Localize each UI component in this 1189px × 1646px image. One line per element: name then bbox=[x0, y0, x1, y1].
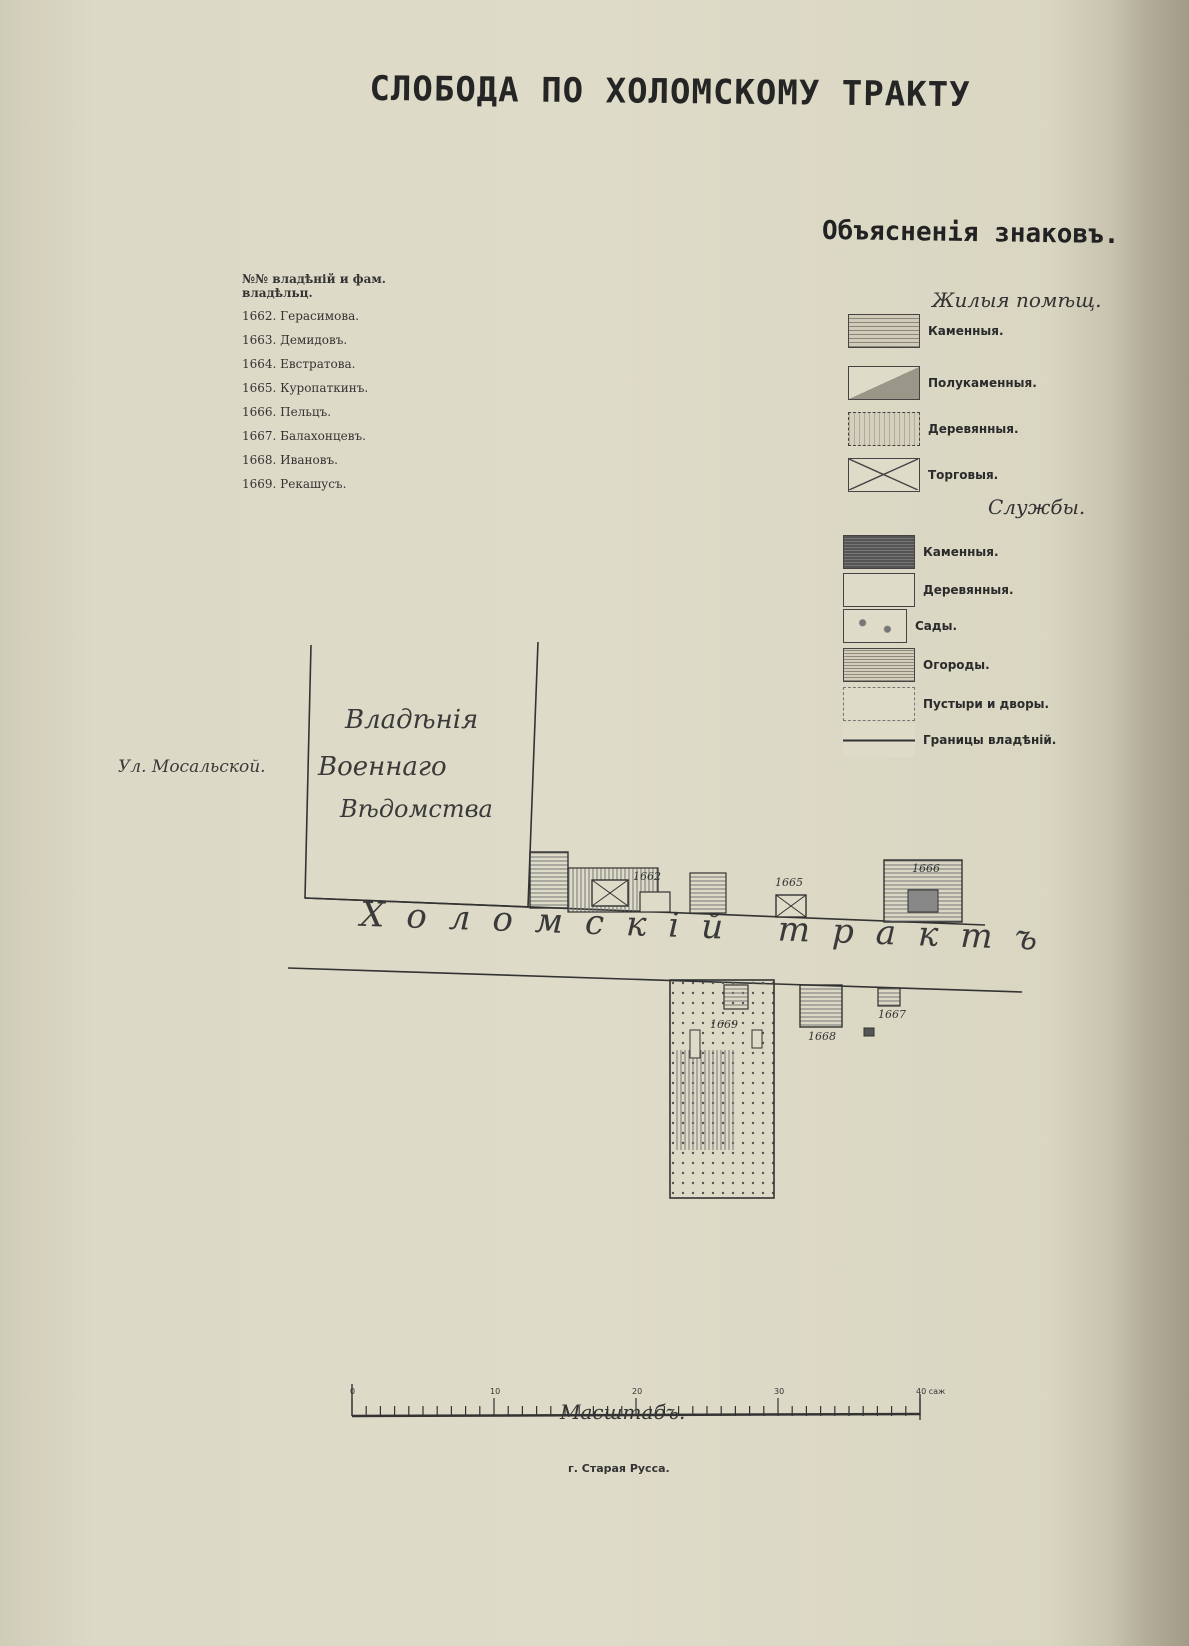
page-shadow bbox=[1111, 0, 1189, 1646]
legend-label: Каменныя. bbox=[928, 324, 1004, 338]
lot-1662-building bbox=[529, 851, 569, 909]
legend-label: Пустыри и дворы. bbox=[923, 697, 1050, 711]
legend-heading-residential: Жилыя помѣщ. bbox=[932, 288, 1102, 312]
lot-number-south: 1668 bbox=[808, 1030, 836, 1043]
swatch-wood-icon bbox=[848, 412, 920, 446]
legend-item-service-stone: Каменныя. bbox=[843, 534, 999, 570]
swatch-hatch-icon bbox=[843, 648, 915, 682]
owners-list: №№ владѣній и фам. владѣльц. 1662. Герас… bbox=[242, 272, 422, 492]
lot-number-south: 1667 bbox=[878, 1008, 906, 1021]
legend-label: Границы владѣній. bbox=[923, 733, 1057, 747]
legend-label: Деревянныя. bbox=[923, 583, 1014, 597]
military-label-1: Владѣнія bbox=[345, 705, 479, 735]
owner-item: 1664. Евстратова. bbox=[242, 357, 356, 371]
swatch-trade-icon bbox=[848, 458, 920, 492]
lot-1669-building bbox=[723, 984, 749, 1010]
swatch-half-icon bbox=[848, 366, 920, 400]
lot-1663-building bbox=[639, 891, 671, 913]
legend-label: Деревянныя. bbox=[928, 422, 1019, 436]
swatch-dark-icon bbox=[843, 535, 915, 569]
lot-1668-building bbox=[799, 984, 843, 1028]
legend-item-half-stone: Полукаменныя. bbox=[848, 365, 1037, 401]
street-label: Ул. Мосальской. bbox=[118, 757, 266, 777]
lot-1667-building bbox=[877, 987, 901, 1007]
scale-tick-label: 40 саж bbox=[916, 1387, 945, 1396]
owner-item: 1668. Ивановъ. bbox=[242, 453, 338, 467]
legend-item-wood: Деревянныя. bbox=[848, 411, 1019, 447]
scale-tick-label: 10 bbox=[490, 1387, 500, 1396]
legend-label: Огороды. bbox=[923, 658, 990, 672]
scale-tick-label: 0 bbox=[350, 1387, 355, 1396]
owner-item: 1667. Балахонцевъ. bbox=[242, 429, 366, 443]
military-boundary bbox=[304, 641, 539, 908]
legend-item-trade: Торговыя. bbox=[848, 457, 998, 493]
lot-number-north: 1662 bbox=[633, 870, 661, 883]
military-label-2: Военнаго bbox=[318, 752, 447, 782]
legend-label: Полукаменныя. bbox=[928, 376, 1037, 390]
owner-item: 1662. Герасимова. bbox=[242, 309, 360, 323]
lot-number-north: 1665 bbox=[775, 876, 803, 889]
owner-item: 1669. Рекашусъ. bbox=[242, 477, 347, 491]
swatch-dotted-icon bbox=[843, 687, 915, 721]
swatch-garden-icon bbox=[843, 609, 907, 643]
legend-item-gardens: Сады. bbox=[843, 608, 957, 644]
swatch-blank-icon bbox=[843, 573, 915, 607]
owner-item: 1666. Пельцъ. bbox=[242, 405, 332, 419]
lot-number-south: 1669 bbox=[710, 1018, 738, 1031]
lot-1664-building bbox=[689, 872, 727, 914]
legend-heading-services: Службы. bbox=[988, 495, 1086, 519]
legend-item-vegetable: Огороды. bbox=[843, 647, 990, 683]
legend-item-service-wood: Деревянныя. bbox=[843, 572, 1014, 608]
owners-header: №№ владѣній и фам. владѣльц. bbox=[242, 272, 386, 300]
lot-1669-garden bbox=[675, 1050, 735, 1150]
legend-item-stone: Каменныя. bbox=[848, 313, 1004, 349]
legend-label: Сады. bbox=[915, 619, 958, 633]
legend-item-wasteland: Пустыри и дворы. bbox=[843, 686, 1049, 722]
military-label-3: Вѣдомства bbox=[340, 795, 493, 823]
owner-item: 1663. Демидовъ. bbox=[242, 333, 348, 347]
scale-title: Масштабъ. bbox=[560, 1400, 686, 1424]
legend-item-boundary: Границы владѣній. bbox=[843, 722, 1056, 758]
legend-label: Каменныя. bbox=[923, 545, 999, 559]
scale-tick-label: 30 bbox=[774, 1387, 784, 1396]
swatch-brick-icon bbox=[848, 314, 920, 348]
swatch-line-icon bbox=[843, 723, 915, 757]
legend-label: Торговыя. bbox=[928, 468, 999, 482]
scale-tick-label: 20 bbox=[632, 1387, 642, 1396]
lot-number-north: 1666 bbox=[912, 862, 940, 875]
owner-item: 1665. Куропаткинъ. bbox=[242, 381, 369, 395]
city-caption: г. Старая Русса. bbox=[568, 1462, 670, 1475]
road-edge-south bbox=[287, 967, 1023, 993]
